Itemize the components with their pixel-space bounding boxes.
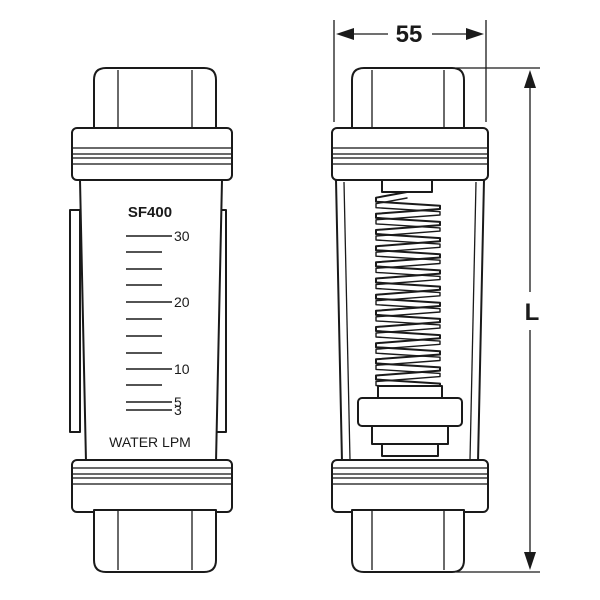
- front-bottom-hex-nut: [93, 509, 217, 573]
- section-top-hex-nut: [351, 67, 465, 131]
- float-stem: [371, 425, 449, 445]
- scale-tick-label: 10: [174, 361, 190, 377]
- section-view: [331, 67, 489, 573]
- section-bottom-hex-nut: [351, 509, 465, 573]
- front-view: SF400 30 20 10 53 WATER LPM: [69, 67, 233, 573]
- scale-tick-label: 20: [174, 294, 190, 310]
- float-cap: [377, 385, 443, 399]
- length-arrow-top: [524, 70, 536, 88]
- front-left-guard: [69, 209, 81, 433]
- width-dimension: 55: [333, 20, 487, 122]
- spring: [375, 191, 441, 388]
- float-body: [357, 397, 463, 427]
- flow-scale: 30 20 10 53: [126, 228, 190, 418]
- spring-inner-wire: [375, 197, 441, 394]
- scale-tick-label: 30: [174, 228, 190, 244]
- scale-tick-label: 3: [174, 402, 182, 418]
- length-dimension: L: [456, 67, 540, 573]
- front-tube: [79, 179, 223, 463]
- scale-tick-label: 5: [174, 394, 182, 410]
- model-label: SF400: [128, 204, 172, 221]
- width-dimension-label: 55: [396, 21, 423, 48]
- length-dimension-label: L: [525, 299, 540, 326]
- width-arrow-right: [466, 28, 484, 40]
- width-arrow-left: [336, 28, 354, 40]
- length-arrow-bottom: [524, 552, 536, 570]
- spring-top-cap: [381, 179, 433, 193]
- float-tail: [381, 443, 439, 457]
- front-top-hex-nut: [93, 67, 217, 131]
- unit-label: WATER LPM: [109, 434, 191, 450]
